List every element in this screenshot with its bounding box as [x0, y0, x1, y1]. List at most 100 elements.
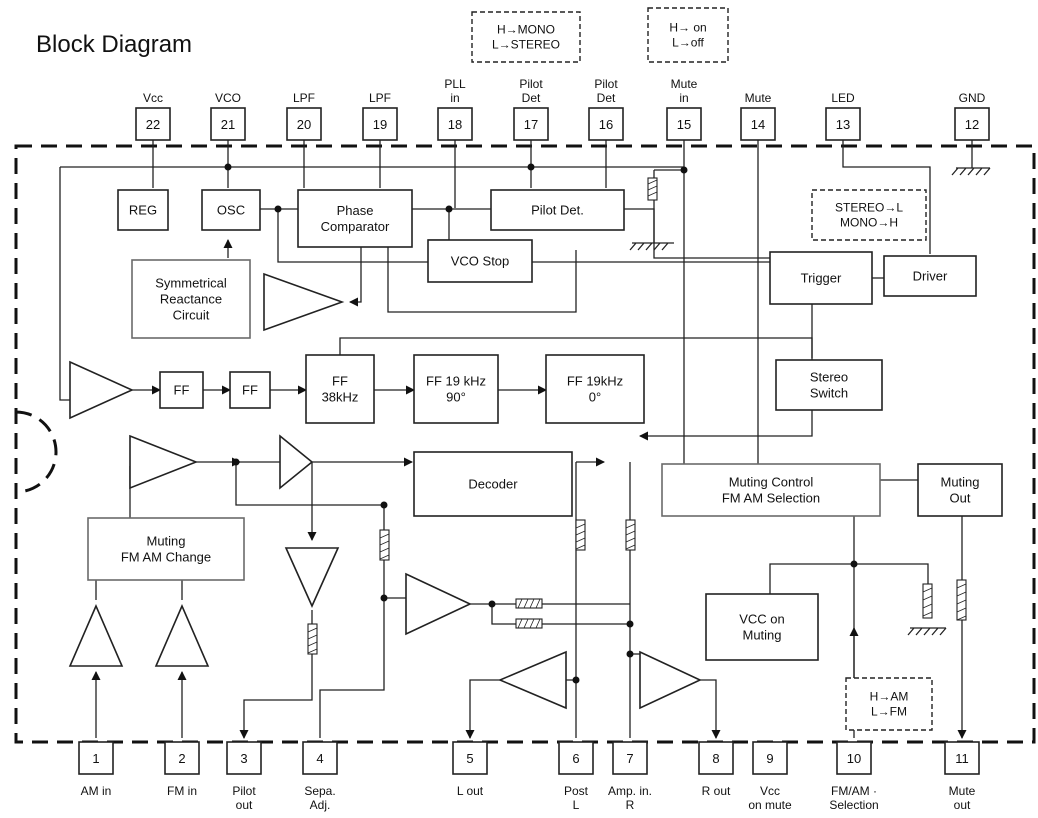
note-text: H→MONO [497, 23, 555, 37]
pin-number: 6 [572, 751, 579, 766]
pin-label: in [679, 91, 688, 105]
pin-number: 14 [751, 117, 765, 132]
amp-am [68, 603, 124, 667]
block-label: Driver [913, 268, 948, 283]
amp-input [129, 434, 199, 490]
pin-label: LPF [293, 91, 315, 105]
pin-number: 9 [766, 751, 773, 766]
pin-label: Det [522, 91, 541, 105]
note-text: H→AM [870, 690, 909, 704]
block-label: Phase [337, 203, 374, 218]
pin-number: 4 [316, 751, 323, 766]
amp-lout [497, 650, 567, 710]
pin-label: FM/AM · [831, 784, 877, 798]
note-text: L→FM [871, 705, 907, 719]
amp-sepa [405, 572, 472, 636]
pin-label: Amp. in. [608, 784, 652, 798]
pin-label: R out [702, 784, 731, 798]
pin-label: Mute [949, 784, 976, 798]
pin-1: 1AM in [78, 741, 114, 798]
pin-box [135, 107, 171, 141]
pin-label: Pilot [594, 77, 618, 91]
pin-number: 22 [146, 117, 160, 132]
pin-number: 17 [524, 117, 538, 132]
pin-box [825, 107, 861, 141]
pin-box [944, 741, 980, 775]
pin-box [210, 107, 246, 141]
resistor [575, 519, 586, 551]
pin-number: 16 [599, 117, 613, 132]
pin-box [612, 741, 648, 775]
block-label: Circuit [173, 307, 210, 322]
block-label: FM AM Selection [722, 490, 820, 505]
pin-label: LED [831, 91, 855, 105]
pin-box [226, 741, 262, 775]
pin-box [452, 741, 488, 775]
amp-reactance [263, 272, 345, 332]
block-osc: OSC [201, 189, 261, 231]
block-label: Symmetrical [155, 275, 227, 290]
block-label: 38kHz [322, 389, 359, 404]
junction-dots [224, 163, 858, 684]
pin-label: Pilot [519, 77, 543, 91]
block-label: Muting [742, 627, 781, 642]
note-text: L→STEREO [492, 38, 560, 52]
pin-box [302, 741, 338, 775]
block-label: FF [332, 373, 348, 388]
pin-number: 12 [965, 117, 979, 132]
ic-boundary [14, 144, 1036, 744]
pin-label: Mute [745, 91, 772, 105]
pin-5: 5L out [452, 741, 488, 798]
pin-14: 14 Mute [740, 91, 776, 141]
block-label: Decoder [468, 476, 518, 491]
pin-label: LPF [369, 91, 391, 105]
resistor [307, 623, 318, 655]
block-label: Muting [940, 474, 979, 489]
block-label: VCC on [739, 611, 785, 626]
resistor [956, 579, 967, 621]
pin-box [954, 107, 990, 141]
note-on-off: H→ onL→off [647, 7, 729, 63]
pin-label: Det [597, 91, 616, 105]
note-text: H→ on [669, 21, 706, 35]
pin-label: R [626, 798, 635, 812]
block-label: Muting [146, 533, 185, 548]
block-label: VCO Stop [451, 253, 510, 268]
block-ff2: FF [229, 371, 271, 409]
pin-label: Pilot [232, 784, 256, 798]
pin-number: 20 [297, 117, 311, 132]
pin-box [286, 107, 322, 141]
block-label: Muting Control [729, 474, 814, 489]
pin-box [164, 741, 200, 775]
resistor [922, 583, 933, 619]
pin-number: 10 [847, 751, 861, 766]
resistor [515, 618, 543, 629]
block-label: Stereo [810, 369, 848, 384]
note-am-fm: H→AML→FM [845, 677, 933, 731]
pin-label: Mute [671, 77, 698, 91]
pin-number: 5 [466, 751, 473, 766]
pin-box [78, 741, 114, 775]
top-pins: 22Vcc21VCO20LPF19LPF18PLLin17PilotDet16P… [135, 77, 990, 141]
pin-label: AM in [81, 784, 112, 798]
block-decoder: Decoder [413, 451, 573, 517]
amp-decoder [279, 434, 314, 490]
note-text: MONO→H [840, 216, 898, 230]
note-text: STEREO→L [835, 201, 903, 215]
